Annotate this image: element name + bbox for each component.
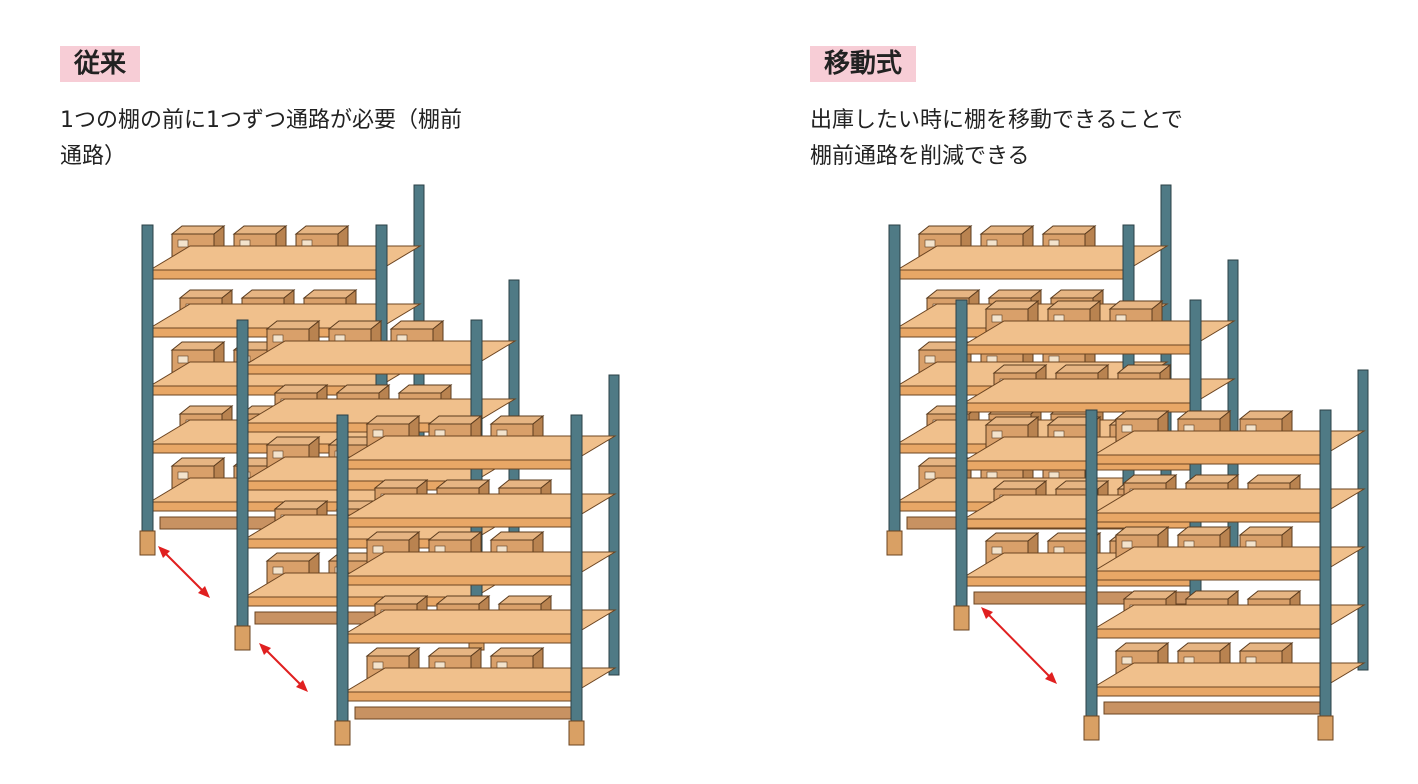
aisle-arrow-1-head-b (198, 586, 210, 598)
rack-R3-beam-1 (1093, 512, 1325, 523)
box-R1-12-label (924, 471, 936, 480)
rack-L2-footing-left (234, 625, 251, 651)
box-L1-12-label (177, 471, 189, 480)
rack-R3-beam-4 (1093, 686, 1325, 697)
conventional-label: 従来 (60, 46, 141, 82)
rack-L3-beam-3 (344, 633, 576, 644)
rack-R3-pallet (1103, 701, 1325, 715)
mobile-panel: 移動式 出庫したい時に棚を移動できることで 棚前通路を削減できる (709, 0, 1418, 784)
box-R2-6-label (991, 430, 1003, 439)
rack-L3-footing-right (568, 720, 585, 746)
box-L3-0-label (372, 429, 384, 438)
mobile-label: 移動式 (810, 46, 917, 82)
rack-L3-upright-left (336, 414, 349, 730)
rack-L3-upright-back (608, 374, 620, 676)
box-R3-0-label (1121, 424, 1133, 433)
rack-L3-beam-1 (344, 517, 576, 528)
rack-R3-upright-left (1085, 409, 1098, 725)
conventional-description: 1つの棚の前に1つずつ通路が必要（棚前 通路） (60, 103, 462, 175)
conventional-rack-group (139, 184, 620, 746)
rack-L3-upright-right (570, 414, 583, 730)
rack-R3-beam-0 (1093, 454, 1325, 465)
rack-R3-beam-2 (1093, 570, 1325, 581)
rack-L1-beam-0 (149, 269, 381, 280)
rack-R1-upright-left (888, 224, 901, 540)
rack-L3-beam-4 (344, 691, 576, 702)
box-R3-6-label (1121, 540, 1133, 549)
rack-R3-beam-3 (1093, 628, 1325, 639)
box-R2-12-label (991, 546, 1003, 555)
aisle-arrow-3-head-b (1045, 672, 1057, 684)
rack-R3-upright-right (1319, 409, 1332, 725)
box-L3-6-label (372, 545, 384, 554)
rack-R3-footing-right (1317, 715, 1334, 741)
aisle-arrow-2 (263, 647, 304, 688)
box-L3-12-label (372, 661, 384, 670)
box-R1-0-label (924, 239, 936, 248)
mobile-racks-illustration (886, 184, 1369, 741)
rack-L3-footing-left (334, 720, 351, 746)
box-R2-0-label (991, 314, 1003, 323)
box-R1-6-label (924, 355, 936, 364)
rack-R3-footing-left (1083, 715, 1100, 741)
rack-R2-beam-0 (963, 344, 1195, 355)
box-L1-6-label (177, 355, 189, 364)
aisle-arrow-3-head-a (981, 607, 993, 619)
mobile-aisle-arrows (981, 607, 1057, 684)
aisle-arrow-2-head-b (296, 680, 308, 692)
rack-R1-footing-left (886, 530, 903, 556)
rack-L2-upright-right (470, 319, 483, 635)
rack-L3 (334, 374, 620, 746)
rack-L3-pallet (354, 706, 576, 720)
rack-L3-beam-0 (344, 459, 576, 470)
rack-L1-footing-left (139, 530, 156, 556)
box-R3-12-label (1121, 656, 1133, 665)
aisle-arrow-3 (985, 611, 1053, 680)
conventional-description-line-1: 1つの棚の前に1つずつ通路が必要（棚前 (60, 108, 462, 133)
box-L2-0-label (272, 334, 284, 343)
box-L2-12-label (272, 566, 284, 575)
box-L1-0-label (177, 239, 189, 248)
conventional-racks-illustration (139, 184, 620, 746)
rack-R3 (1083, 369, 1369, 741)
rack-L2-upright-left (236, 319, 249, 635)
mobile-description: 出庫したい時に棚を移動できることで 棚前通路を削減できる (810, 103, 1183, 175)
rack-L1-upright-left (141, 224, 154, 540)
aisle-arrow-1 (162, 550, 206, 594)
rack-R3-upright-back (1357, 369, 1369, 671)
rack-R1-beam-0 (896, 269, 1128, 280)
mobile-description-line-1: 出庫したい時に棚を移動できることで (810, 108, 1183, 133)
mobile-rack-group (886, 184, 1369, 741)
aisle-arrow-1-head-a (158, 546, 170, 558)
rack-L3-beam-2 (344, 575, 576, 586)
rack-R2-upright-left (955, 299, 968, 615)
rack-R2-footing-left (953, 605, 970, 631)
conventional-aisle-arrows (158, 546, 308, 692)
aisle-arrow-2-head-a (259, 643, 271, 655)
mobile-description-line-2: 棚前通路を削減できる (810, 144, 1030, 169)
conventional-description-line-2: 通路） (60, 144, 127, 169)
conventional-panel: 従来 1つの棚の前に1つずつ通路が必要（棚前 通路） (60, 46, 620, 746)
box-L2-6-label (272, 450, 284, 459)
rack-L2-beam-0 (244, 364, 476, 375)
